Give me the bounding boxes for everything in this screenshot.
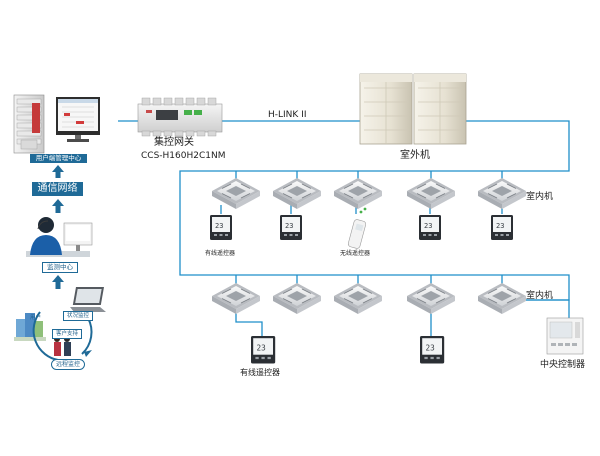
remote-user-label: 用户: [30, 315, 42, 321]
indoor-unit-row1-2: [272, 177, 322, 210]
monitor-center-label: 监测中心: [42, 262, 78, 273]
wireless-remote-icon: [347, 207, 367, 249]
outdoor-unit-2: [413, 73, 467, 145]
operator-headset-icon: [26, 217, 93, 257]
remote-cycle-arrowhead: [84, 350, 92, 357]
outdoor-unit-label: 室外机: [400, 150, 430, 161]
wired-controller-r1-2: [280, 215, 302, 240]
indoor-unit-row2-2: [272, 282, 322, 315]
link-r2-central: [520, 299, 570, 318]
computer-monitor-icon: [56, 97, 100, 142]
status-monitor-label: 状况监控: [63, 311, 93, 321]
customer-support-label: 客户支持: [52, 329, 82, 339]
buildings-icon: [14, 313, 46, 341]
indoor-unit-row2-1: [211, 282, 261, 315]
arrow-remote-to-monitor: [52, 275, 64, 289]
remote-cycle-arc-left: [32, 311, 59, 361]
gateway-device-icon: [137, 97, 223, 137]
indoor-unit-row2-5: [477, 282, 527, 315]
wired-controller-r1-4: [419, 215, 441, 240]
indoor-unit-label-row2: 室内机: [526, 291, 554, 301]
indoor-unit-row2-3: [333, 282, 383, 315]
arrow-monitor-to-network: [52, 199, 64, 213]
wired-controller-small-label: 有线遥控器: [205, 250, 236, 257]
wired-controller-r1-1: [210, 215, 232, 240]
indoor-unit-row1-4: [406, 177, 456, 210]
gateway-name-label: 集控网关: [154, 137, 194, 148]
outdoor-unit-1: [359, 73, 413, 145]
wired-controller-r1-5: [491, 215, 513, 240]
wired-controller-r2-2: [420, 336, 445, 364]
laptop-icon: [70, 287, 106, 312]
indoor-loop-line: [179, 120, 570, 301]
remote-cycle-arc-right: [81, 317, 93, 355]
gateway-model-label: CCS-H160H2C1NM: [141, 151, 226, 161]
wireless-controller-label: 无线遥控器: [340, 250, 371, 257]
indoor-unit-row1-1: [211, 177, 261, 210]
indoor-unit-row1-5: [477, 177, 527, 210]
server-rack-icon: [13, 94, 45, 154]
wired-controller-large-label: 有线遥控器: [240, 368, 280, 377]
link-r2-controller-1: [235, 310, 263, 336]
indoor-unit-label-row1: 室内机: [526, 192, 554, 202]
management-center-label: 用户端管理中心: [30, 154, 87, 163]
support-people-icon: [54, 336, 71, 356]
indoor-unit-row2-4: [406, 282, 456, 315]
comm-network-label: 通信网络: [32, 182, 83, 196]
wired-controller-r2-1: [251, 336, 276, 364]
remote-monitor-label: 远程监控: [51, 359, 85, 370]
indoor-unit-row1-3: [333, 177, 383, 210]
central-controller-icon: [546, 317, 584, 355]
bus-label: H-LINK II: [268, 110, 307, 120]
central-controller-label: 中央控制器: [540, 360, 586, 370]
arrow-network-to-center: [52, 165, 64, 178]
